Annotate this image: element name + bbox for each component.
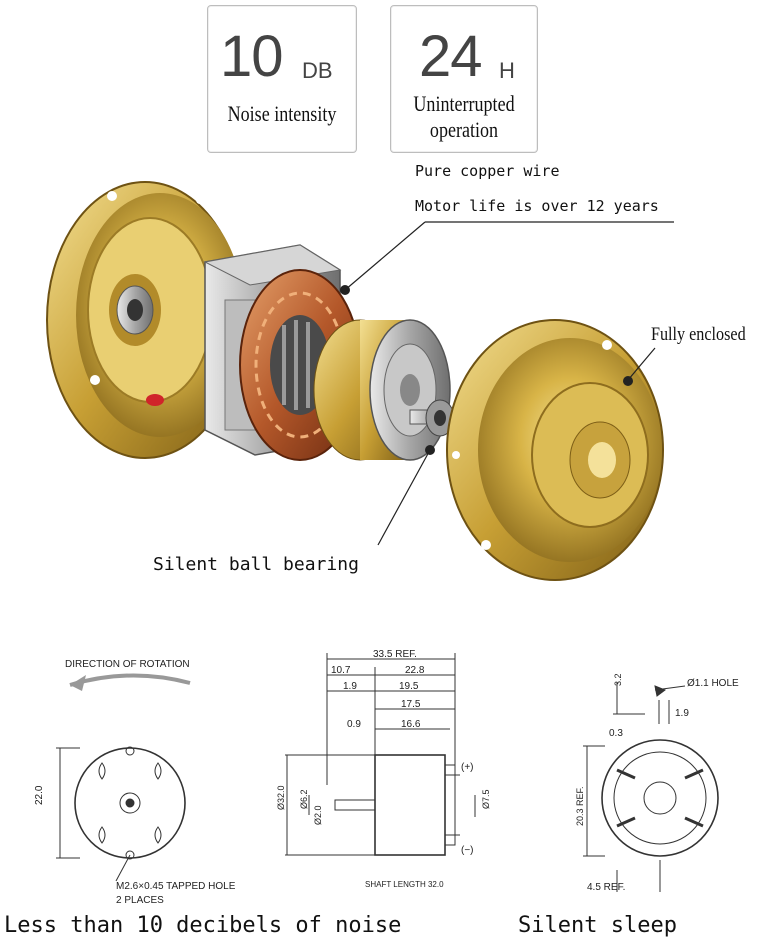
tapped-hole-note: M2.6×0.45 TAPPED HOLE: [116, 881, 236, 892]
enclosed-callout-dot: [623, 376, 633, 386]
dim-33-5: 33.5 REF.: [373, 649, 417, 660]
copper-callout-dot: [340, 285, 350, 295]
dim-19-5: 19.5: [399, 681, 419, 692]
operation-label-line2: operation: [429, 117, 499, 142]
rotation-label: DIRECTION OF ROTATION: [65, 659, 190, 670]
rear-ref-4-5: 4.5 REF.: [587, 882, 625, 893]
noise-stat-card: 10 DB Noise intensity: [207, 5, 357, 153]
motor-illustration: [46, 181, 674, 581]
noise-label: Noise intensity: [227, 101, 337, 126]
dim-dia-7-5: Ø7.5: [481, 789, 491, 809]
rear-dim-1-9: 1.9: [675, 708, 689, 719]
shaft-length: SHAFT LENGTH 32.0: [365, 880, 444, 889]
dim-dia-2: Ø2.0: [313, 805, 323, 825]
operation-unit: H: [499, 58, 515, 83]
left-end-cap: [46, 181, 244, 459]
dim-dia-6-2: Ø6.2: [299, 789, 309, 809]
operation-stat-card: 24 H Uninterrupted operation: [390, 5, 538, 153]
noise-value: 10: [220, 24, 284, 89]
dim-16-6: 16.6: [401, 719, 421, 730]
right-end-cap: [446, 319, 664, 581]
sleep-caption: Silent sleep: [518, 913, 677, 938]
noise-caption: Less than 10 decibels of noise: [4, 913, 402, 938]
dim-0-9: 0.9: [347, 719, 361, 730]
bearing-callout-dot: [425, 445, 435, 455]
leader-lines: [344, 221, 674, 546]
operation-value: 24: [419, 24, 483, 89]
rear-view-drawing: Ø1.1 HOLE 3.2 1.9 0.3 20.3 REF. 4.5 REF.: [575, 673, 739, 893]
dim-22-8: 22.8: [405, 665, 425, 676]
rear-dim-3-2: 3.2: [613, 673, 623, 686]
operation-label-line1: Uninterrupted: [413, 91, 515, 116]
motor-life-callout: Motor life is over 12 years: [415, 197, 659, 215]
plus-terminal: (+): [461, 762, 474, 773]
noise-unit: DB: [302, 58, 333, 83]
dim-17-5: 17.5: [401, 699, 421, 710]
front-view-drawing: DIRECTION OF ROTATION 22.0 M2.6×0.45 TAP…: [34, 659, 236, 906]
dim-dia-32: Ø32.0: [276, 785, 286, 810]
rotor: [313, 319, 455, 461]
rear-ref-20-3: 20.3 REF.: [575, 786, 585, 826]
dim-1-9: 1.9: [343, 681, 357, 692]
minus-terminal: (−): [461, 845, 474, 856]
rear-dim-0-3: 0.3: [609, 728, 623, 739]
dim-10-7: 10.7: [331, 665, 351, 676]
copper-wire-callout: Pure copper wire: [415, 162, 560, 180]
ball-bearing-callout: Silent ball bearing: [153, 554, 359, 575]
fully-enclosed-callout: Fully enclosed: [651, 324, 746, 345]
side-view-drawing: 33.5 REF. 10.7 22.8 1.9 19.5 17.5 0.9 16…: [276, 649, 491, 889]
rear-hole-label: Ø1.1 HOLE: [687, 678, 739, 689]
places-note: 2 PLACES: [116, 895, 164, 906]
front-height-dim: 22.0: [34, 785, 45, 805]
